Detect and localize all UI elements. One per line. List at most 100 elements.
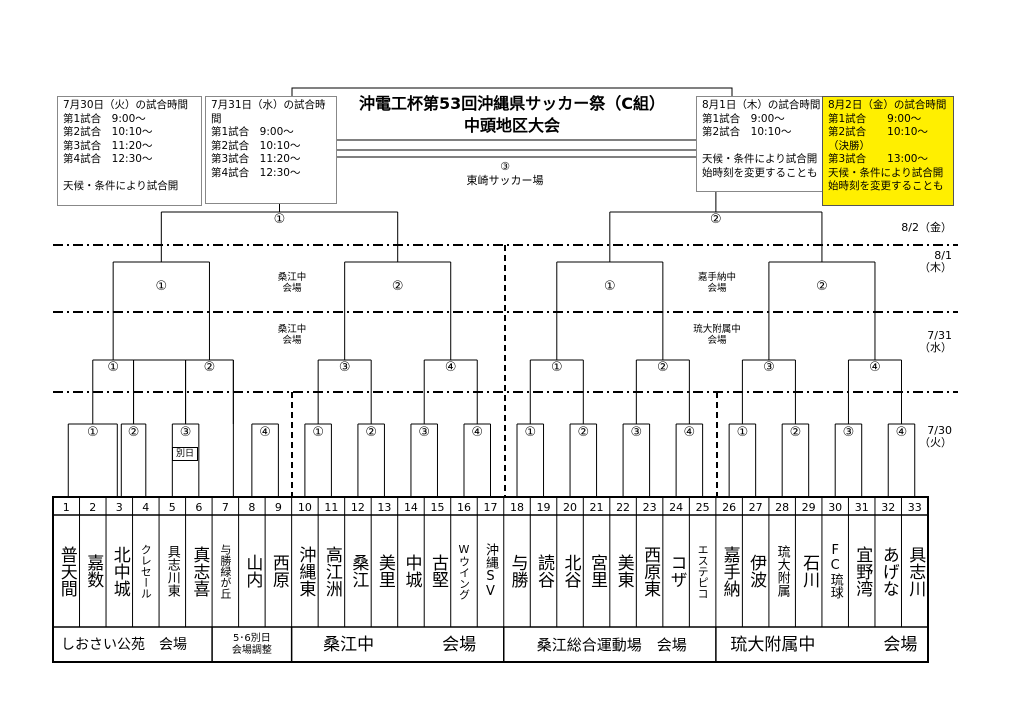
team-name: 真志喜: [189, 545, 210, 597]
date-label-0730: 7/30 （火）: [919, 424, 952, 449]
team-number: 25: [695, 501, 710, 514]
team-number: 16: [456, 501, 471, 514]
match-r1-label: ②: [365, 425, 377, 440]
venue-label-right-0731: 琉大附属中 会場: [693, 324, 741, 346]
team-number: 12: [350, 501, 365, 514]
team-number: 3: [115, 501, 123, 514]
title-line-1: 沖電工杯第53回沖縄県サッカー祭（C組）: [358, 94, 665, 113]
team-name: 普天間: [56, 545, 77, 597]
venue-cell: 琉大附属中 会場: [730, 634, 918, 655]
betsu-day-tag: 別日: [172, 447, 198, 461]
team-name: 桑江: [348, 554, 369, 588]
team-name: 高江洲: [321, 545, 342, 597]
team-number: 27: [748, 501, 763, 514]
team-number: 13: [377, 501, 392, 514]
team-name: クレセール: [139, 543, 153, 599]
match-r2-label: ②: [657, 360, 669, 375]
team-name: 与勝: [507, 554, 528, 588]
team-number: 10: [297, 501, 312, 514]
team-number: 22: [616, 501, 631, 514]
team-number: 33: [907, 501, 922, 514]
team-name: エステピコ: [696, 543, 710, 599]
team-number: 21: [589, 501, 604, 514]
match-r1-label: ①: [86, 425, 99, 440]
team-name: 北中城: [109, 545, 130, 597]
date-label-0801: 8/1 （木）: [919, 249, 952, 274]
team-number: 1: [62, 501, 70, 514]
team-number: 14: [403, 501, 418, 514]
match-r2-label: ②: [203, 360, 216, 375]
team-number: 28: [775, 501, 790, 514]
match-r2-label: ①: [550, 360, 563, 375]
match-r1-label: ③: [418, 425, 431, 440]
match-r2-label: ④: [869, 360, 881, 375]
match-r3-label: ①: [603, 279, 616, 294]
match-r1-label: ①: [524, 425, 537, 440]
date-label-0731: 7/31 （水）: [919, 329, 952, 354]
match-r1-label: ③: [630, 425, 643, 440]
match-r2-label: ①: [107, 360, 119, 375]
team-name: 嘉手納: [719, 545, 740, 597]
title-line-2: 中頭地区大会: [463, 116, 560, 135]
team-name: 琉大附属: [774, 545, 790, 597]
team-name: あげな: [878, 545, 899, 597]
team-number: 2: [89, 501, 97, 514]
schedule-box-0731: 7月31日（水）の試合時 間 第1試合 9:00～ 第2試合 10:10～ 第3…: [205, 96, 337, 204]
team-name: 美里: [374, 554, 395, 588]
venue-cell: しおさい公苑 会場: [61, 636, 187, 653]
match-r2-label: ③: [338, 360, 351, 375]
match-r1-label: ②: [127, 425, 140, 440]
match-r1-label: ④: [471, 425, 484, 440]
schedule-box-0801: 8月1日（木）の試合時間 第1試合 9:00～ 第2試合 10:10～ 天候・条…: [696, 96, 823, 192]
match-sf-label: ①: [273, 212, 286, 227]
team-name: 読谷: [534, 554, 555, 588]
team-number: 29: [801, 501, 816, 514]
team-number: 6: [195, 501, 203, 514]
match-r1-label: ①: [736, 425, 749, 440]
match-r3-label: ②: [816, 279, 828, 294]
team-number: 8: [248, 501, 256, 514]
match-r3-label: ②: [391, 279, 404, 294]
team-number: 26: [722, 501, 737, 514]
venue-cell: 桑江中 会場: [323, 634, 477, 655]
schedule-box-0730: 7月30日（火）の試合時間 第1試合 9:00～ 第2試合 10:10～ 第3試…: [57, 96, 202, 206]
team-name: 北谷: [560, 554, 581, 588]
team-number: 17: [483, 501, 498, 514]
team-name: 具志川: [905, 545, 926, 597]
match-r1-label: ④: [683, 425, 696, 440]
team-name: 伊波: [746, 554, 767, 588]
team-name: 沖縄SV: [482, 543, 498, 599]
team-name: 与勝緑が丘: [218, 543, 232, 599]
team-number: 7: [221, 501, 229, 514]
team-name: FC琉球: [827, 543, 843, 599]
team-number: 32: [881, 501, 896, 514]
venue-cell: 桑江総合運動場 会場: [536, 635, 687, 654]
final-venue-name: 東崎サッカー場: [466, 174, 544, 187]
team-name: 西原: [268, 554, 289, 588]
team-number: 18: [510, 501, 524, 514]
final-venue: ③ 東崎サッカー場: [420, 160, 590, 188]
match-r1-label: ②: [789, 425, 802, 440]
team-name: コザ: [666, 554, 687, 588]
final-venue-number: ③: [500, 160, 510, 173]
team-number: 15: [430, 501, 445, 514]
date-label-0802: 8/2（金）: [901, 221, 952, 234]
team-name: Wウイング: [457, 542, 471, 600]
team-name: 中城: [401, 554, 422, 588]
team-number: 5: [168, 501, 176, 514]
team-number: 23: [642, 501, 657, 514]
tournament-title: 沖電工杯第53回沖縄県サッカー祭（C組） 中頭地区大会: [292, 93, 732, 137]
venue-cell: 5･6別日 会場調整: [231, 632, 272, 656]
venue-label-right-0801: 嘉手納中 会場: [697, 272, 737, 294]
team-name: 宮里: [587, 554, 608, 588]
match-r1-label: ④: [895, 425, 908, 440]
team-name: 宜野湾: [852, 545, 873, 597]
match-r3-label: ①: [155, 279, 168, 294]
team-name: 具志川東: [164, 545, 180, 597]
team-number: 11: [324, 501, 339, 514]
match-r1-label: ②: [577, 425, 590, 440]
team-number: 4: [142, 501, 150, 514]
team-number: 31: [854, 501, 869, 514]
team-number: 30: [828, 501, 843, 514]
